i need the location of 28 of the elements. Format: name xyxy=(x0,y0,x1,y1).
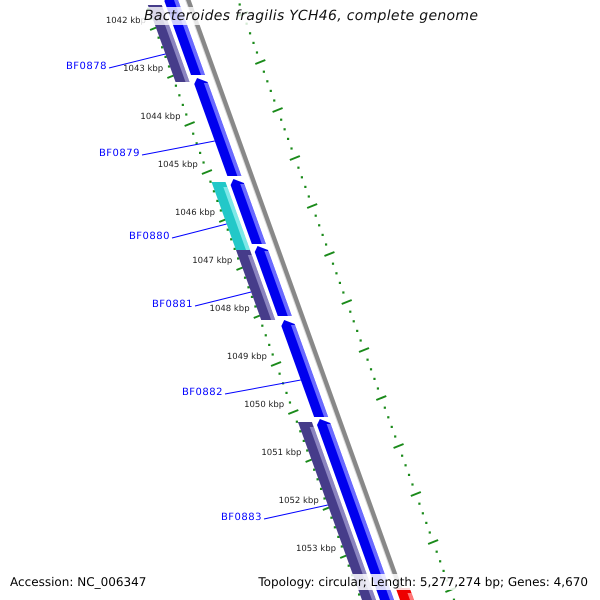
gene-label: BF0882 xyxy=(182,387,223,398)
leader-line xyxy=(142,140,216,156)
genome-summary-text: Topology: circular; Length: 5,277,274 bp; Genes: 4,670 xyxy=(256,574,590,590)
leader-line xyxy=(194,292,252,306)
leader-line xyxy=(108,54,166,68)
gene-label: BF0881 xyxy=(152,299,193,310)
leader-line xyxy=(224,380,302,394)
scale-label: 1048 kbp xyxy=(210,304,250,314)
scale-label: 1045 kbp xyxy=(158,160,198,170)
gene-bar xyxy=(230,179,266,244)
gene-label: BF0878 xyxy=(66,61,107,72)
scale-label: 1042 kbp xyxy=(106,16,146,26)
scale-label: 1051 kbp xyxy=(261,448,302,458)
scale-label: 1044 kbp xyxy=(140,112,180,122)
scale-label: 1043 kbp xyxy=(123,64,164,74)
gene-label: BF0879 xyxy=(98,148,140,159)
scale-label: 1049 kbp xyxy=(226,352,267,362)
scale-label: 1047 kbp xyxy=(192,256,232,266)
gene-label: BF0880 xyxy=(128,231,170,242)
leader-line xyxy=(172,224,228,238)
scale-label: 1052 kbp xyxy=(278,496,319,506)
scale-label: 1050 kbp xyxy=(244,400,284,410)
gene-label: BF0883 xyxy=(220,512,262,523)
gene-bar xyxy=(254,246,292,316)
scale-label: 1046 kbp xyxy=(174,208,216,218)
scale-label: 1053 kbp xyxy=(296,544,336,554)
accession-text: Accession: NC_006347 xyxy=(8,574,148,590)
leader-line xyxy=(264,504,328,520)
